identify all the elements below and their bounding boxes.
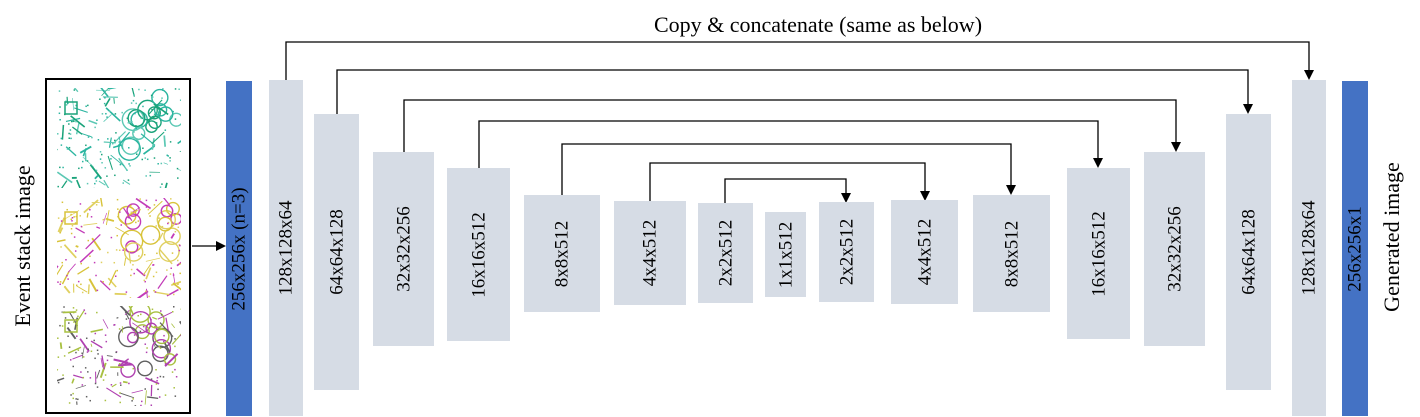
skip-connection-6 [649,162,930,201]
thumbnail-texture [57,198,181,298]
block-label: 128x128x64 [1298,200,1320,296]
block-label: 2x2x512 [715,219,736,287]
encoder-block-5: 8x8x512 [524,195,600,312]
event-stack-thumbnail-2 [57,198,181,298]
thumbnail-texture [57,88,181,188]
block-label: 256x256x1 [1344,205,1366,292]
decoder-block-2: 64x64x128 [1226,114,1271,390]
block-label: 8x8x512 [1001,220,1022,287]
event-stack-thumbnail-1 [57,88,181,188]
diagram-title: Copy & concatenate (same as below) [653,12,983,37]
block-label: 256x256x (n=3) [228,186,250,311]
block-label: 2x2x512 [836,218,857,286]
decoder-block-7: 2x2x512 [819,202,874,302]
block-label: 32x32x256 [1164,206,1185,292]
block-label: 128x128x64 [275,200,297,296]
decoder-block-1: 128x128x64 [1292,80,1326,416]
block-label: 4x4x512 [639,219,661,287]
event-stack-image [45,78,191,414]
block-label: 8x8x512 [551,220,573,287]
block-label: 64x64x128 [1238,209,1259,295]
skip-connection-2 [336,69,1253,114]
skip-connection-1 [285,41,1314,80]
encoder-block-6: 4x4x512 [614,201,686,305]
block-label: 16x16x512 [1088,210,1109,297]
block-label: 16x16x512 [468,211,489,298]
block-label: 4x4x512 [914,218,935,286]
output-block: 256x256x1 [1342,81,1368,416]
input-block: 256x256x (n=3) [226,81,252,416]
encoder-block-3: 32x32x256 [373,152,434,346]
event-stack-thumbnail-3 [57,306,181,406]
block-label: 64x64x128 [326,209,347,295]
block-label: 1x1x512 [775,221,796,288]
decoder-block-5: 8x8x512 [973,195,1050,312]
bottleneck-block: 1x1x512 [765,212,806,297]
skip-connection-5 [561,143,1016,195]
encoder-block-7: 2x2x512 [698,203,753,303]
skip-connection-4 [478,120,1103,168]
decoder-block-6: 4x4x512 [891,200,958,304]
encoder-block-4: 16x16x512 [447,168,510,341]
thumbnail-texture [57,306,181,406]
skip-connection-7 [724,178,851,203]
decoder-block-4: 16x16x512 [1067,168,1130,339]
encoder-block-2: 64x64x128 [314,114,359,390]
skip-connection-3 [403,99,1181,152]
block-label: 32x32x256 [393,206,414,292]
decoder-block-3: 32x32x256 [1144,152,1205,346]
encoder-block-1: 128x128x64 [269,80,303,416]
